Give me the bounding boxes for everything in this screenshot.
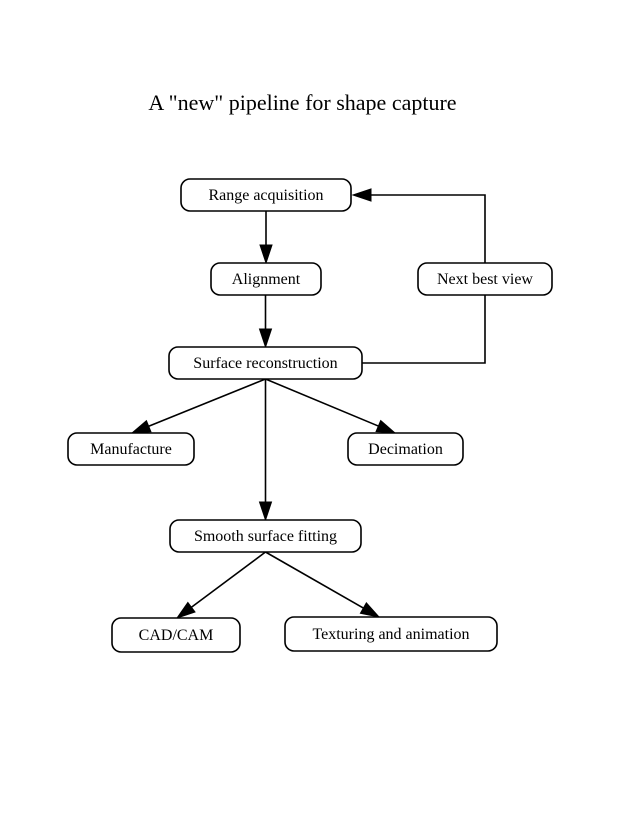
edge-nbv-to-range-arrowhead: [351, 188, 372, 202]
edge-smooth-to-tex: [265, 551, 364, 609]
node-label: CAD/CAM: [139, 627, 214, 644]
node-box: [347, 432, 464, 466]
node-cad: CAD/CAM: [111, 617, 241, 653]
node-box: [168, 346, 363, 380]
node-box: [169, 519, 362, 553]
edge-surf-to-deci-arrowhead: [375, 419, 397, 434]
edge-surf-to-manu: [148, 378, 266, 427]
node-deci: Decimation: [347, 432, 464, 466]
node-surf: Surface reconstruction: [168, 346, 363, 380]
node-manu: Manufacture: [67, 432, 195, 466]
node-label: Manufacture: [90, 441, 172, 458]
node-box: [111, 617, 241, 653]
node-label: Alignment: [232, 271, 301, 288]
node-box: [210, 262, 322, 296]
edge-surf-to-nbv: [362, 295, 486, 364]
diagram-title: A "new" pipeline for shape capture: [148, 90, 457, 115]
edge-smooth-to-cad: [190, 551, 266, 608]
node-label: Decimation: [368, 441, 443, 458]
node-box: [284, 616, 498, 652]
node-tex: Texturing and animation: [284, 616, 498, 652]
node-label: Next best view: [437, 271, 533, 288]
node-box: [67, 432, 195, 466]
edge-smooth-to-tex-arrowhead: [359, 601, 381, 618]
node-range: Range acquisition: [180, 178, 352, 212]
node-nbv: Next best view: [417, 262, 553, 296]
edge-surf-to-manu-arrowhead: [130, 419, 152, 434]
node-label: Range acquisition: [208, 187, 323, 204]
edge-surf-to-deci: [265, 378, 379, 427]
node-label: Surface reconstruction: [193, 355, 337, 372]
node-label: Texturing and animation: [312, 626, 469, 643]
node-box: [417, 262, 553, 296]
node-align: Alignment: [210, 262, 322, 296]
node-label: Smooth surface fitting: [194, 528, 337, 545]
edge-surf-to-smooth-arrowhead: [258, 501, 273, 522]
edge-range-to-align-arrowhead: [259, 244, 273, 265]
edge-nbv-to-range: [371, 194, 486, 263]
edge-align-to-surf-arrowhead: [258, 328, 273, 349]
node-box: [180, 178, 352, 212]
node-smooth: Smooth surface fitting: [169, 519, 362, 553]
edge-smooth-to-cad-arrowhead: [175, 601, 196, 619]
